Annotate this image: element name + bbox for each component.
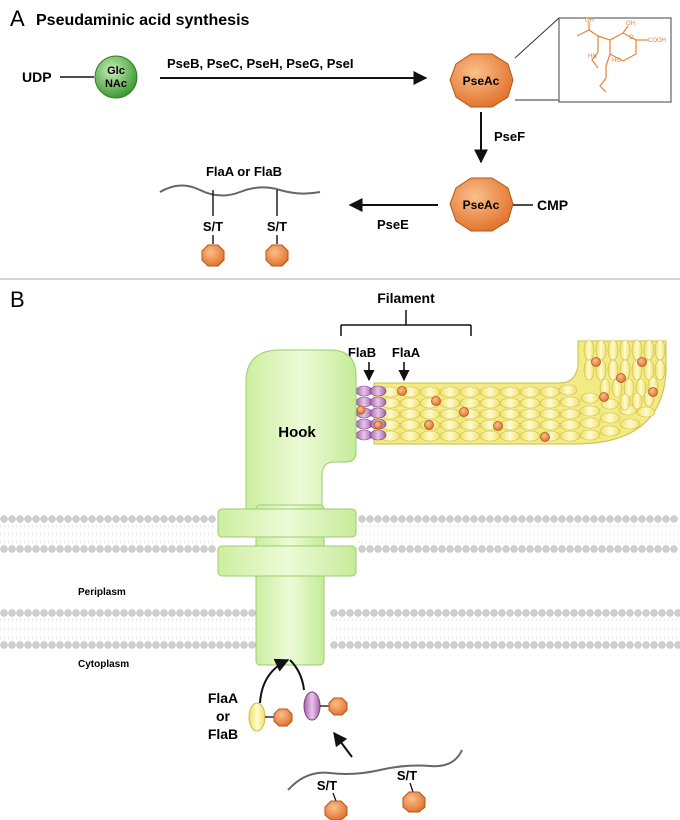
- panel-a-letter: A: [10, 6, 25, 31]
- flab-subunit-free: [303, 691, 321, 721]
- udp-label: UDP: [22, 69, 52, 85]
- hook-label: Hook: [278, 424, 316, 441]
- nac-label: NAc: [105, 78, 127, 90]
- panel-a-title: Pseudaminic acid synthesis: [36, 12, 250, 29]
- outer-membrane: [0, 515, 680, 553]
- hook: [245, 349, 357, 513]
- pseac-structure-box: [558, 17, 672, 103]
- enzymes-top-label: PseB, PseC, PseH, PseG, PseI: [167, 56, 353, 71]
- filament-label: Filament: [377, 290, 435, 306]
- flab-glycan: [328, 697, 348, 716]
- filament-glycans: [397, 357, 658, 442]
- flaa-subunit-free: [248, 702, 266, 732]
- zoom-line-top: [514, 17, 560, 59]
- flagellin-chain-b: [287, 749, 463, 791]
- flaa-or-flab-line1: FlaA: [208, 690, 238, 706]
- struct-cooh: COOH: [648, 38, 666, 44]
- flab-subunits: [355, 385, 387, 441]
- struct-o-ring: O: [629, 35, 634, 41]
- flab-glycans: [356, 405, 383, 430]
- flaa-or-flab-line3: FlaB: [208, 726, 238, 742]
- pseac-small-b1: [324, 800, 348, 820]
- psef-label: PseF: [494, 129, 525, 144]
- struct-hn: HN: [588, 54, 597, 60]
- flagellin-label-a: FlaA or FlaB: [206, 164, 282, 179]
- pseac-cmp-octagon: [449, 177, 514, 232]
- flaa-glycan: [273, 708, 293, 727]
- cytoplasm-label: Cytoplasm: [78, 659, 129, 670]
- st-label-b1: S/T: [317, 778, 337, 793]
- psee-label: PseE: [377, 217, 409, 232]
- export-arrow-right: [289, 659, 305, 691]
- struct-oh-2: OH: [626, 21, 635, 27]
- st-label-b2: S/T: [397, 768, 417, 783]
- flaa-label: FlaA: [392, 345, 421, 360]
- flagellin-chain-a: [159, 184, 321, 197]
- flab-label: FlaB: [348, 345, 376, 360]
- glc-label: Glc: [107, 65, 125, 77]
- pseac-label-top: PseAc: [463, 74, 500, 88]
- export-arrow-left: [259, 658, 290, 704]
- basal-body: [217, 504, 357, 666]
- pseac-label-cmp: PseAc: [463, 198, 500, 212]
- pseac-structure-drawing: [576, 22, 648, 93]
- struct-ho: HO: [612, 58, 621, 64]
- periplasm-label: Periplasm: [78, 587, 126, 598]
- glcnac-sugar: [94, 55, 138, 99]
- st-label-a2: S/T: [267, 219, 287, 234]
- pseac-small-b2: [402, 791, 426, 813]
- pseac-small-a2: [265, 244, 289, 267]
- cmp-label: CMP: [537, 197, 568, 213]
- chain-up-arrow: [333, 731, 353, 758]
- pseac-small-a1: [201, 244, 225, 267]
- st-link-b2: [409, 782, 414, 793]
- st-link-b1: [332, 792, 337, 802]
- inner-membrane: [0, 609, 680, 649]
- panel-b-letter: B: [10, 287, 25, 312]
- st-label-a1: S/T: [203, 219, 223, 234]
- pseac-octagon: [449, 53, 514, 108]
- flaa-or-flab-line2: or: [216, 708, 231, 724]
- struct-oh-1: OH: [585, 18, 594, 24]
